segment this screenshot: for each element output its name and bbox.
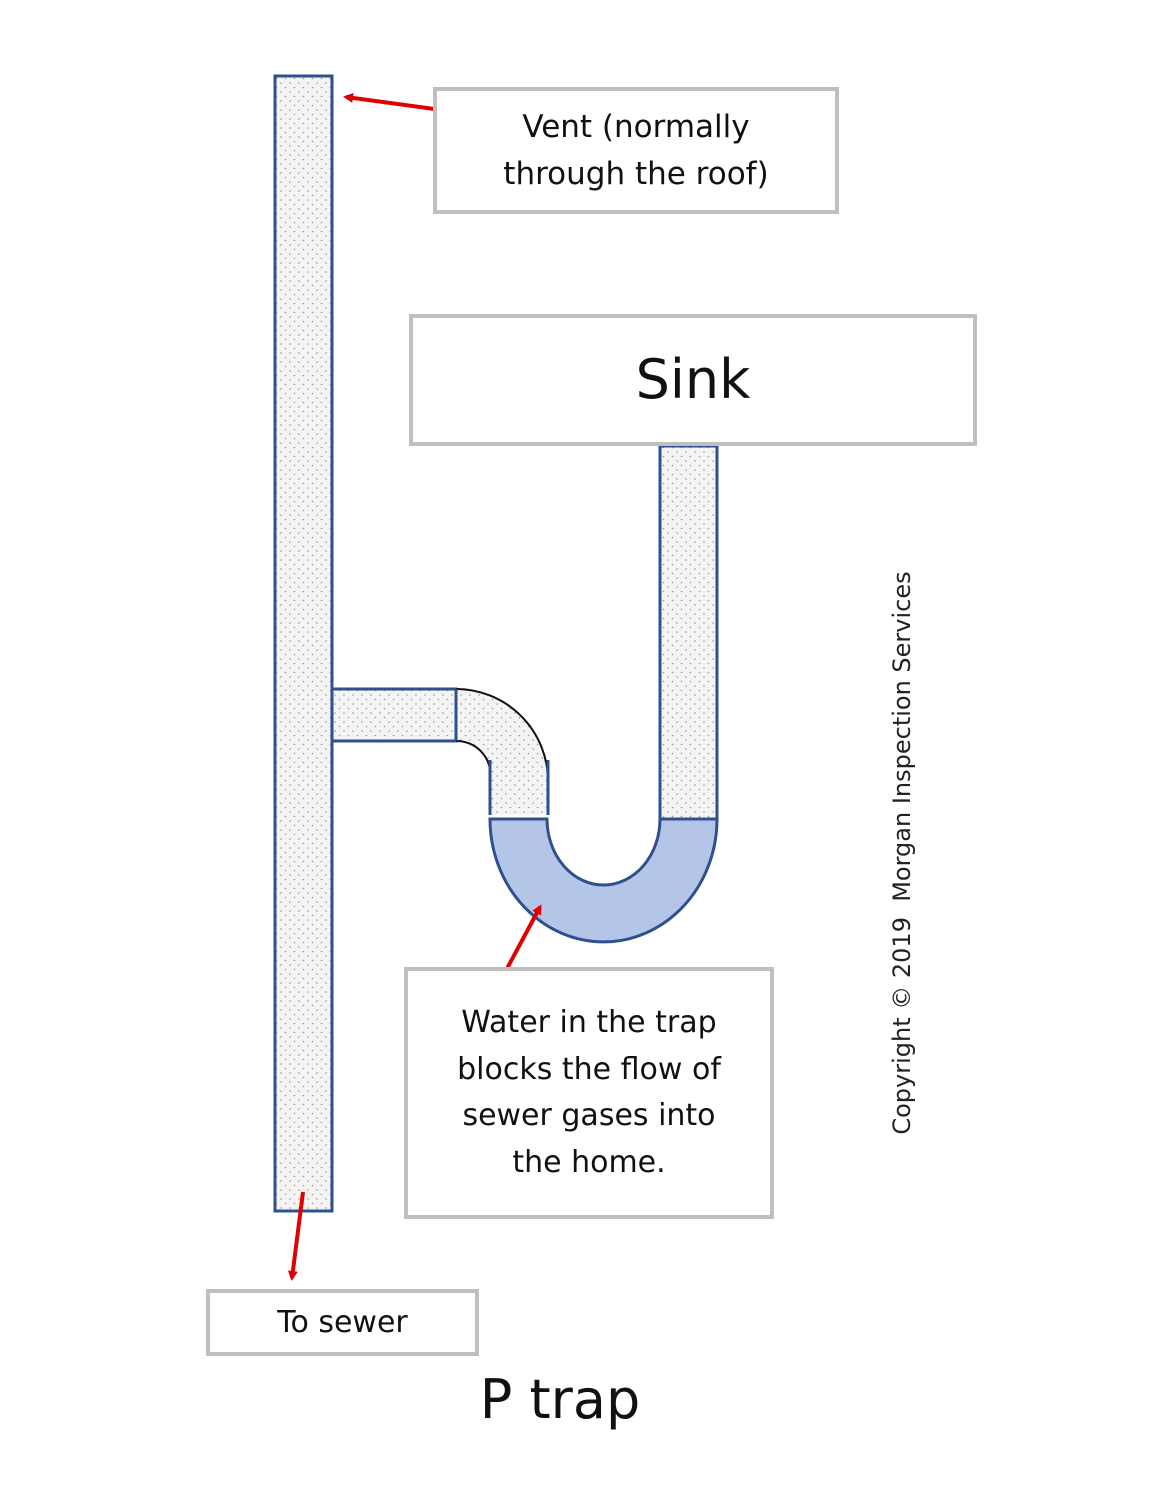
water-label: Water in the trap blocks the flow of sew… bbox=[457, 1005, 721, 1180]
vent-stack-pipe bbox=[273, 74, 334, 1213]
trap-water-seal bbox=[488, 817, 719, 944]
trap-elbow-pipe bbox=[456, 689, 548, 815]
trap-arm-pipe bbox=[330, 687, 458, 743]
sink-label: Sink bbox=[635, 348, 751, 412]
diagram-title: P trap bbox=[479, 1368, 641, 1431]
vent-label: Vent (normally through the roof) bbox=[503, 109, 769, 192]
sewer-arrow bbox=[287, 1191, 305, 1281]
water-label-box: Water in the trap blocks the flow of sew… bbox=[404, 967, 774, 1219]
sink-tailpiece-pipe bbox=[658, 444, 719, 821]
vent-label-box: Vent (normally through the roof) bbox=[433, 87, 839, 214]
copyright-text: Copyright © 2019 Morgan Inspection Servi… bbox=[888, 571, 916, 1135]
sewer-label-box: To sewer bbox=[206, 1289, 479, 1356]
sewer-label: To sewer bbox=[277, 1304, 408, 1340]
sink-label-box: Sink bbox=[409, 314, 977, 446]
